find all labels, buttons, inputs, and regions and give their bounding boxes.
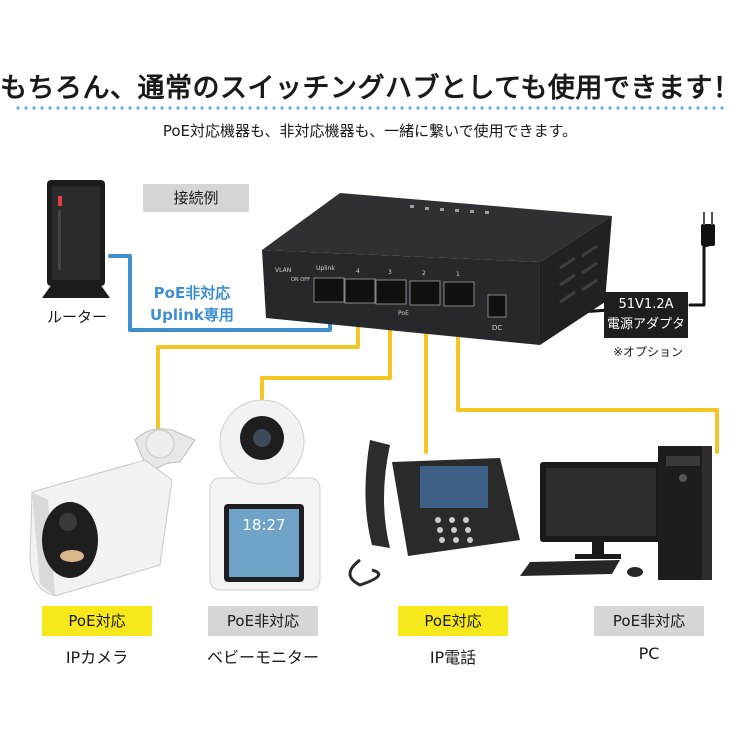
switch-onoff-text: ON OFF	[291, 277, 310, 283]
label-ip-camera: IPカメラ	[65, 648, 129, 667]
switch-icon: VLAN ON OFF Uplink 4 3 2 1 PoE DC	[262, 193, 612, 345]
cable-baby-monitor	[260, 290, 392, 407]
switch-vlan-text: VLAN	[275, 267, 291, 274]
label-ip-phone: IP電話	[429, 648, 477, 667]
label-pc: PC	[638, 644, 660, 663]
port-number-2: 2	[422, 270, 426, 277]
port-number-4: 4	[356, 268, 360, 275]
headline: もちろん、通常のスイッチングハブとしても使用できます！	[0, 73, 740, 104]
uplink-note: PoE非対応 Uplink専用	[150, 282, 234, 326]
subline: PoE対応機器も、非対応機器も、一緒に繋いで使用できます。	[162, 122, 578, 140]
badge-pc: PoE非対応	[594, 606, 704, 636]
router-label: ルーター	[46, 308, 107, 326]
switch-poe-text: PoE	[398, 310, 409, 317]
uplink-note-line1: PoE非対応	[153, 284, 231, 302]
baby-monitor-icon: 18:27	[209, 399, 321, 591]
adapter-line1: 51V1.2A	[618, 297, 674, 312]
router-icon	[42, 180, 110, 298]
badge-ip-camera: PoE対応	[42, 606, 152, 636]
adapter-line2: 電源アダプタ	[606, 317, 685, 332]
monitor-time-text: 18:27	[242, 516, 285, 534]
badge-ip-phone: PoE対応	[398, 606, 508, 636]
badge-baby-monitor: PoE非対応	[208, 606, 318, 636]
switch-ports	[313, 277, 475, 307]
example-label: 接続例	[143, 184, 249, 212]
cable-pc	[456, 290, 719, 454]
power-plug-icon	[701, 212, 715, 246]
adapter-option-note: ※オプション	[612, 345, 684, 359]
pc-icon	[520, 446, 712, 580]
label-baby-monitor: ベビーモニター	[206, 648, 319, 667]
ip-camera-icon	[29, 428, 196, 597]
power-adapter-box: 51V1.2A 電源アダプタ	[604, 292, 688, 338]
uplink-note-line2: Uplink専用	[150, 306, 234, 324]
switch-dc-text: DC	[492, 324, 502, 332]
port-number-3: 3	[388, 269, 392, 276]
ip-phone-icon	[348, 440, 520, 587]
switch-uplink-text: Uplink	[316, 265, 335, 272]
dc-jack	[487, 294, 507, 318]
port-number-1: 1	[456, 271, 460, 278]
dotted-divider	[14, 106, 726, 110]
